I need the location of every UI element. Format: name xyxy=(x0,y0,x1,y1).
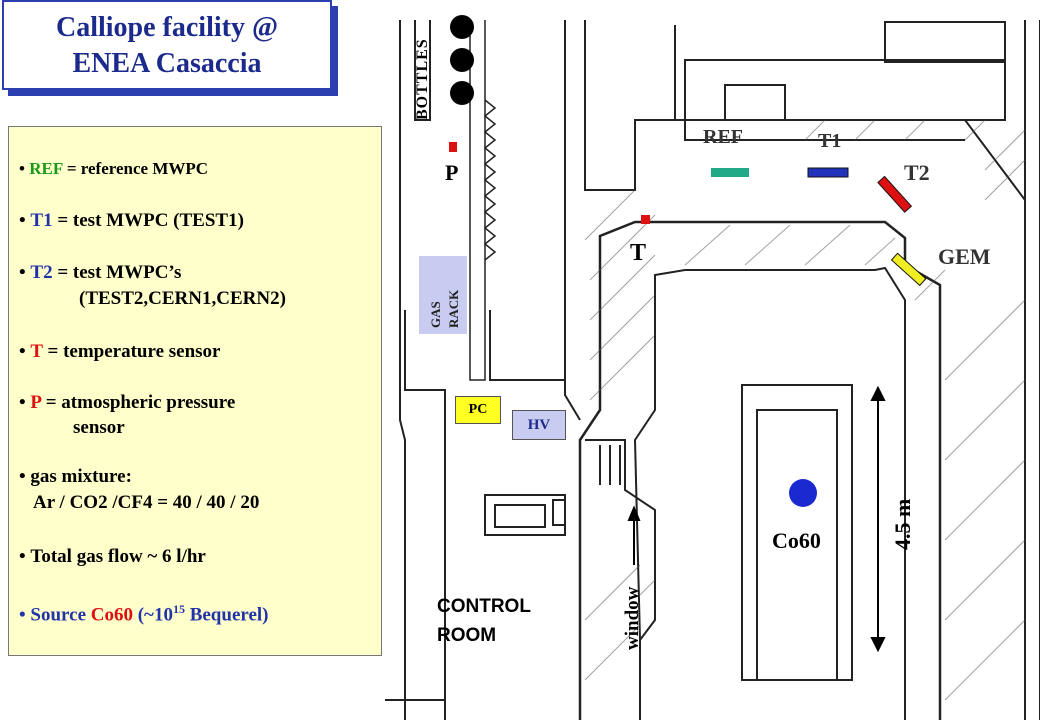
t2-label: T2 xyxy=(904,160,930,185)
legend-t2-text: = test MWPC’s xyxy=(52,262,182,283)
t1-label: T1 xyxy=(818,130,842,152)
control-room-label-1: CONTROL xyxy=(437,596,531,617)
legend-item-flow: • Total gas flow ~ 6 l/hr xyxy=(19,546,206,567)
legend-t1-text: = test MWPC (TEST1) xyxy=(52,210,244,231)
legend-source-key: Co60 xyxy=(90,604,133,626)
legend-item-ref: • REF = reference MWPC xyxy=(19,159,209,178)
ref-label: REF xyxy=(703,126,743,148)
legend-ref-text: = reference MWPC xyxy=(62,159,209,178)
temperature-sensor-marker xyxy=(641,215,650,224)
legend-ref-key: REF xyxy=(29,159,63,178)
legend-item-gas: • gas mixture: xyxy=(19,466,132,487)
pc-box: PC xyxy=(455,396,501,424)
legend-p-key: P xyxy=(30,392,41,413)
legend-item-t: • T = temperature sensor xyxy=(19,341,221,362)
legend-box: • REF = reference MWPC • T1 = test MWPC … xyxy=(8,126,382,656)
legend-p-text: = atmospheric pressure xyxy=(40,392,236,413)
t2-detector xyxy=(877,175,913,213)
legend-t-text: = temperature sensor xyxy=(42,341,221,362)
window-label: window xyxy=(622,586,643,650)
legend-source-pre: Source xyxy=(30,604,91,626)
window-arrow xyxy=(627,505,641,565)
co60-source-icon xyxy=(789,479,817,507)
legend-p-cont: sensor xyxy=(73,417,125,438)
legend-source-post1: (~10 xyxy=(132,604,173,626)
hv-box: HV xyxy=(512,410,566,440)
legend-flow-text: Total gas flow ~ 6 l/hr xyxy=(30,546,206,567)
gas-rack xyxy=(419,256,467,334)
t1-detector xyxy=(807,167,849,178)
gas-rack-label-2: RACK xyxy=(446,289,461,328)
bottles-label: BOTTLES xyxy=(414,38,431,120)
control-room-label-2: ROOM xyxy=(437,625,497,646)
gas-rack-label-1: GAS xyxy=(428,301,443,328)
legend-item-p: • P = atmospheric pressure xyxy=(19,392,236,413)
gem-detector xyxy=(890,252,927,287)
title-line-1: Calliope facility @ xyxy=(55,12,279,43)
legend-source-post2: Bequerel) xyxy=(184,604,269,626)
gem-label: GEM xyxy=(938,244,991,269)
legend-item-source: • Source Co60 (~1015 Bequerel) xyxy=(19,602,269,626)
bottle-icon xyxy=(450,15,474,39)
t-sensor-label: T xyxy=(630,240,647,266)
legend-gas-line2: Ar / CO2 /CF4 = 40 / 40 / 20 xyxy=(33,492,260,513)
legend-t-key: T xyxy=(30,341,43,362)
legend-source-exp: 15 xyxy=(172,602,185,616)
floor-plan xyxy=(385,15,1040,720)
title-line-2: ENEA Casaccia xyxy=(72,48,262,79)
title-box: Calliope facility @ ENEA Casaccia xyxy=(2,0,332,90)
distance-arrow xyxy=(870,385,886,653)
ref-detector xyxy=(711,168,749,177)
legend-item-t2: • T2 = test MWPC’s xyxy=(19,262,182,283)
bottle-icon xyxy=(450,81,474,105)
legend-t2-cont: (TEST2,CERN1,CERN2) xyxy=(79,288,286,309)
legend-item-t1: • T1 = test MWPC (TEST1) xyxy=(19,210,244,231)
p-sensor-label: P xyxy=(445,160,459,185)
pressure-sensor-marker xyxy=(449,142,457,152)
distance-label: 4.5 m xyxy=(890,498,915,550)
co60-label: Co60 xyxy=(772,528,821,553)
bottle-icon xyxy=(450,48,474,72)
legend-t1-key: T1 xyxy=(30,210,53,231)
legend-t2-key: T2 xyxy=(30,262,53,283)
legend-gas-line1: gas mixture: xyxy=(30,466,132,487)
